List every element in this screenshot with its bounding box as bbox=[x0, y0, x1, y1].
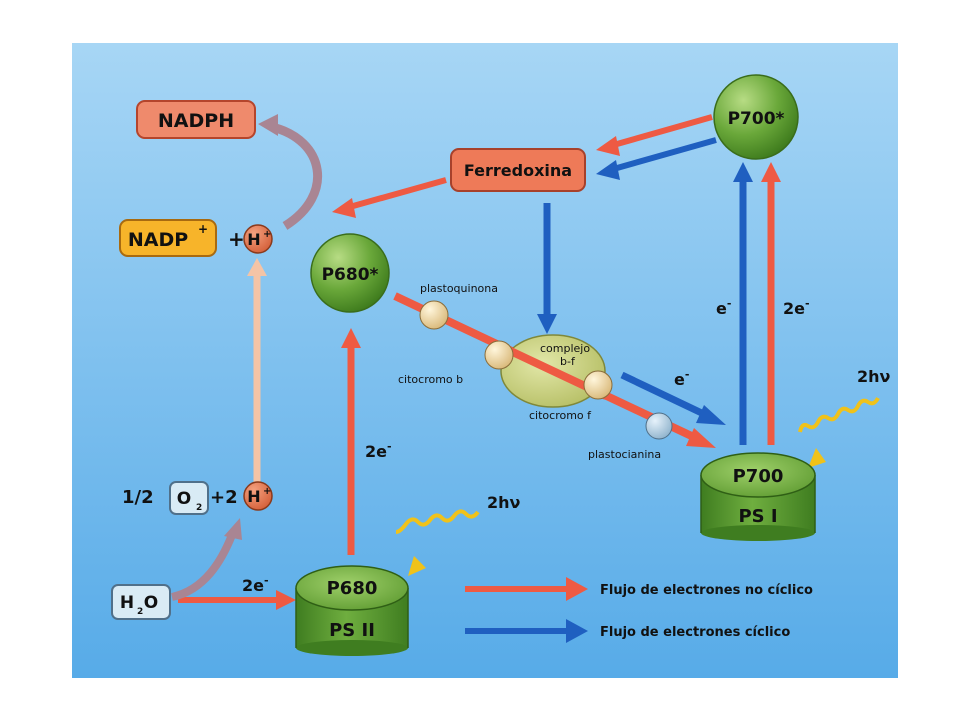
arrow-ferredoxin-to-nadp bbox=[332, 177, 447, 218]
nadp-label: NADP bbox=[128, 229, 188, 251]
h2o-o: O bbox=[144, 593, 158, 613]
legend-noncyclic-arrow bbox=[465, 577, 588, 601]
legend-cyclic-arrow bbox=[465, 619, 588, 643]
plastoquinona-bead bbox=[419, 300, 449, 330]
arrow-ferredoxin-down bbox=[537, 203, 557, 334]
p680-star-sphere: P680* bbox=[310, 233, 390, 313]
nadp-box: NADP + bbox=[119, 219, 217, 257]
light-arrow-psii bbox=[408, 556, 426, 576]
label-e-psi: e- bbox=[716, 297, 731, 318]
arrow-p700-to-ferredoxin-red bbox=[596, 114, 713, 156]
plus2-label: +2 bbox=[210, 487, 238, 508]
label-e-cyclic: e- bbox=[674, 368, 689, 389]
p700-star-sphere: P700* bbox=[713, 74, 799, 160]
h-top-label: H bbox=[247, 230, 260, 249]
complejo-label-2: b-f bbox=[560, 355, 576, 368]
light-arrow-psi bbox=[808, 448, 826, 468]
half-label: 1/2 bbox=[122, 487, 154, 508]
label-2e-psii: 2e- bbox=[365, 440, 392, 461]
h2o-subscript: 2 bbox=[137, 607, 143, 617]
psii-drum: P680 PS II bbox=[295, 565, 409, 656]
citocromo-f-label: citocromo f bbox=[529, 409, 592, 422]
legend: Flujo de electrones no cíclico Flujo de … bbox=[465, 577, 813, 643]
citocromo-f-bead bbox=[583, 370, 613, 400]
label-2e-h2o: 2e- bbox=[242, 574, 269, 595]
plus-sign: + bbox=[228, 227, 245, 251]
light-wave-psi bbox=[798, 397, 880, 433]
psi-drum: P700 PS I bbox=[700, 452, 816, 541]
nadph-box: NADPH bbox=[136, 100, 256, 139]
arrow-p700-to-ferredoxin-blue bbox=[596, 137, 717, 180]
light-wave-psii bbox=[395, 509, 480, 534]
legend-cyclic-label: Flujo de electrones cíclico bbox=[600, 625, 790, 640]
plastoquinona-label: plastoquinona bbox=[420, 282, 498, 295]
o2-subscript: 2 bbox=[196, 503, 202, 513]
arrow-psi-up-blue bbox=[733, 162, 753, 445]
nadp-superscript: + bbox=[198, 222, 208, 236]
arrow-h2o-to-h bbox=[170, 518, 242, 601]
h-bottom-superscript: + bbox=[263, 486, 271, 497]
o2-label: O bbox=[177, 489, 191, 509]
plastocianina-bead bbox=[645, 412, 673, 440]
h-bottom-label: H bbox=[247, 487, 260, 506]
ferredoxina-box: Ferredoxina bbox=[450, 148, 586, 192]
legend-noncyclic-label: Flujo de electrones no cíclico bbox=[600, 583, 813, 598]
psi-top-label: P700 bbox=[733, 466, 784, 487]
citocromo-b-label: citocromo b bbox=[398, 373, 463, 386]
psi-bottom-label: PS I bbox=[738, 506, 777, 527]
h-ion-top: H + bbox=[243, 224, 273, 254]
complejo-label-1: complejo bbox=[540, 342, 590, 355]
h-ion-bottom: H + bbox=[243, 481, 273, 511]
arrow-cyclic-to-psi bbox=[620, 371, 726, 425]
arrow-h2o-to-p680 bbox=[178, 590, 296, 610]
nadph-label: NADPH bbox=[158, 110, 234, 132]
label-light-psi: 2hν bbox=[857, 367, 891, 386]
o2-box: O 2 bbox=[169, 481, 209, 515]
h2o-box: H 2 O bbox=[111, 584, 171, 620]
h2o-h: H bbox=[120, 593, 134, 613]
arrow-psi-up-red bbox=[761, 162, 781, 445]
plastocianina-label: plastocianina bbox=[588, 448, 661, 461]
p680-star-label: P680* bbox=[322, 265, 379, 285]
ferredoxina-label: Ferredoxina bbox=[464, 161, 572, 180]
h-top-superscript: + bbox=[263, 229, 271, 240]
psii-top-label: P680 bbox=[327, 578, 378, 599]
arrow-h-upward bbox=[247, 258, 267, 482]
p700-star-label: P700* bbox=[728, 109, 785, 129]
label-2e-psi: 2e- bbox=[783, 297, 810, 318]
label-light-psii: 2hν bbox=[487, 493, 521, 512]
arrow-p680-up bbox=[341, 328, 361, 555]
arrow-to-nadph bbox=[258, 114, 323, 230]
citocromo-b-bead bbox=[484, 340, 514, 370]
psii-bottom-label: PS II bbox=[329, 620, 375, 641]
